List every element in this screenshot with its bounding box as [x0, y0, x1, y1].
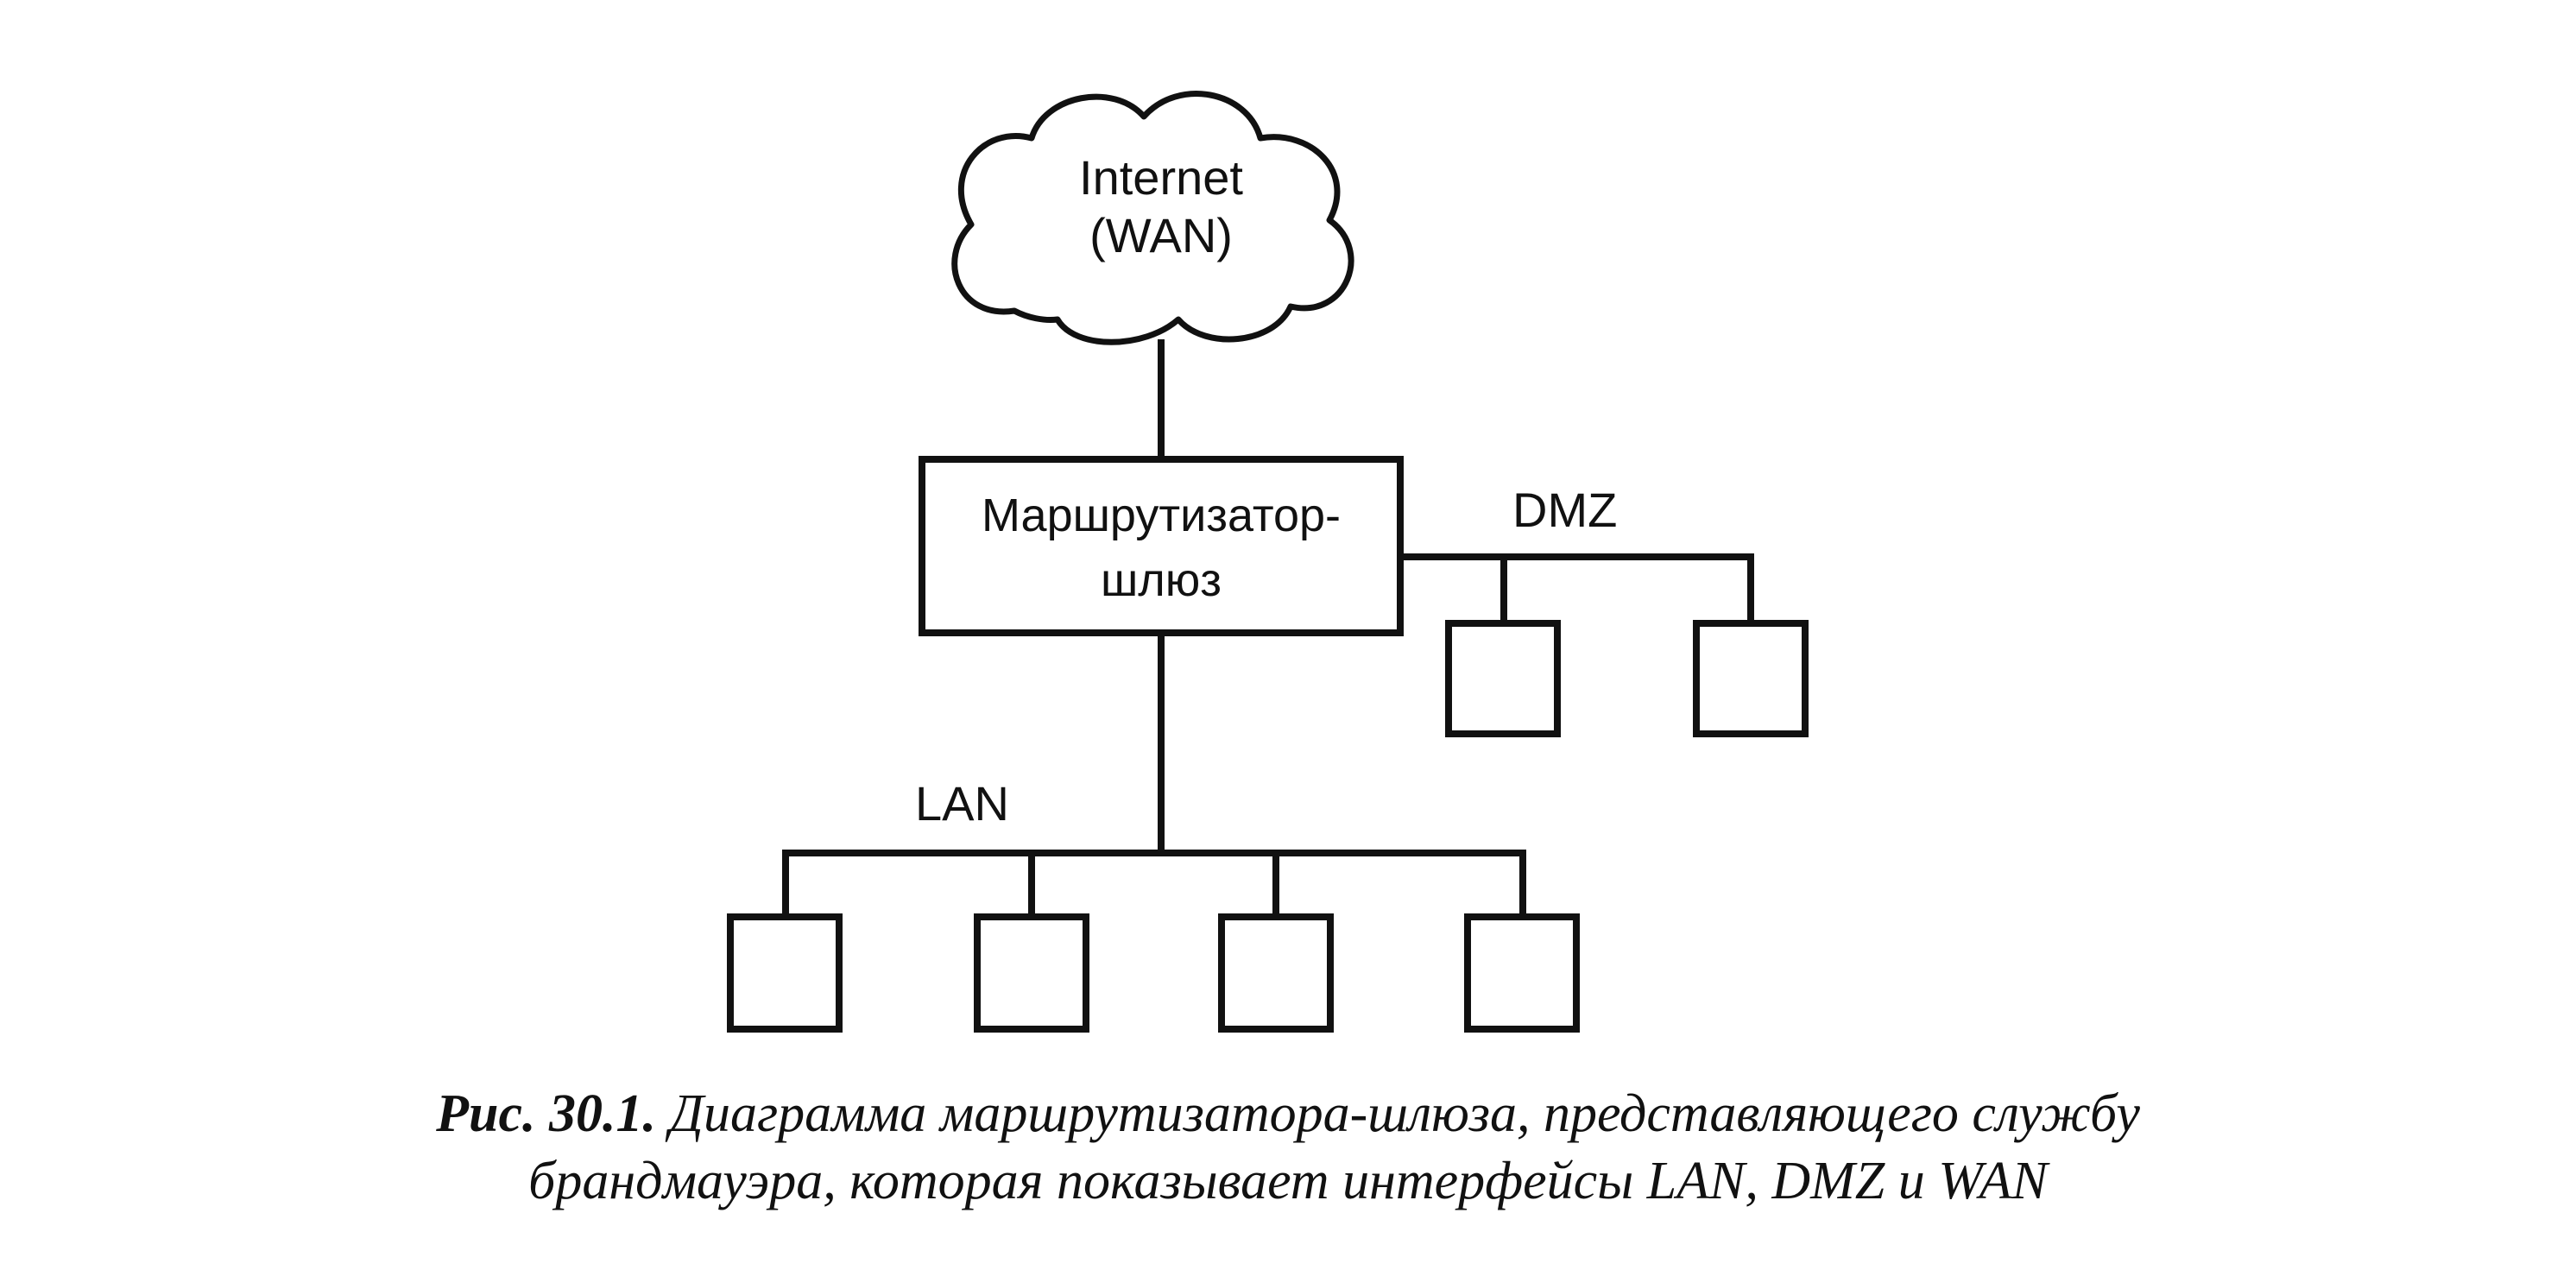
- dmz-hosts: [1445, 620, 1809, 737]
- lan-host: [1218, 913, 1334, 1033]
- figure-caption: Рис. 30.1. Диаграмма маршрутизатора-шлюз…: [0, 1081, 2576, 1147]
- lan-label: LAN: [915, 776, 1009, 831]
- caption-line-1: Диаграмма маршрутизатора-шлюза, представ…: [669, 1084, 2140, 1143]
- connection-lines: [782, 339, 1754, 917]
- lan-host: [727, 913, 843, 1033]
- internet-cloud: Internet (WAN): [951, 91, 1354, 345]
- caption-line-2: брандмауэра, которая показывает интерфей…: [528, 1152, 2048, 1210]
- figure-caption-continued: брандмауэра, которая показывает интерфей…: [0, 1148, 2576, 1214]
- lan-hosts: [727, 913, 1580, 1033]
- gateway-label: шлюз: [1101, 554, 1222, 606]
- router-label: Маршрутизатор-: [982, 490, 1341, 541]
- wan-label: (WAN): [1089, 208, 1233, 262]
- lan-host: [1464, 913, 1580, 1033]
- figure-number: Рис. 30.1.: [436, 1084, 657, 1143]
- dmz-label: DMZ: [1512, 483, 1617, 537]
- lan-host: [974, 913, 1089, 1033]
- dmz-host: [1445, 620, 1561, 737]
- router-gateway-box: Маршрутизатор- шлюз: [919, 456, 1404, 636]
- internet-label: Internet: [1079, 150, 1243, 205]
- dmz-host: [1693, 620, 1809, 737]
